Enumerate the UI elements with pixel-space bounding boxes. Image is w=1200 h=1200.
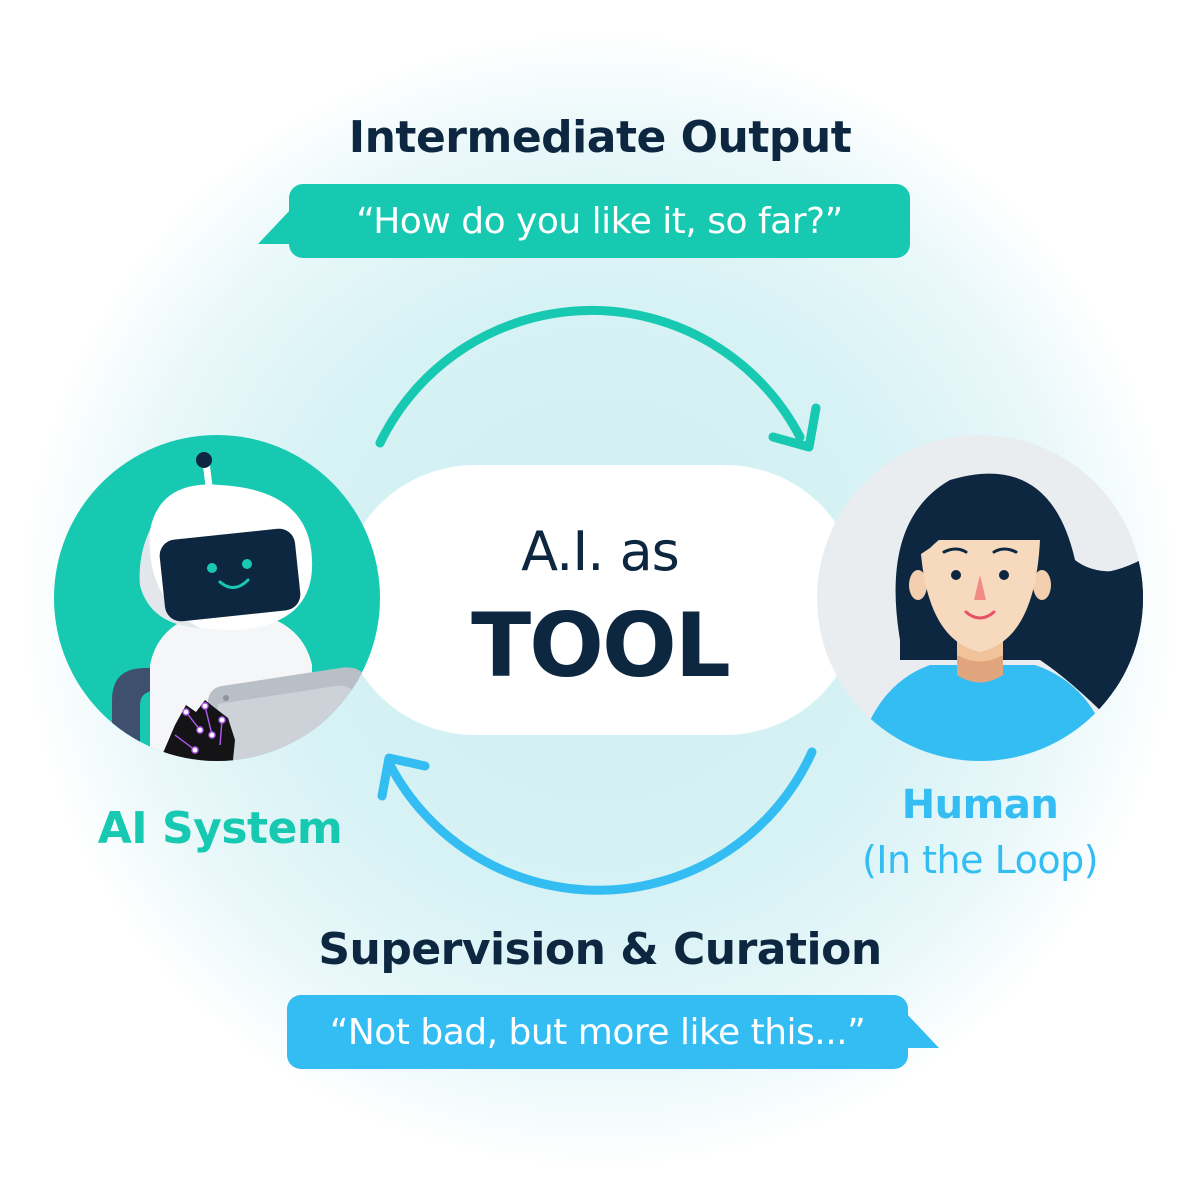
human-label: Human: [901, 782, 1059, 828]
robot-visor: [159, 528, 301, 622]
eye-left: [951, 570, 961, 580]
supervision-curation-heading: Supervision & Curation: [318, 924, 882, 975]
robot-eye-left: [207, 563, 217, 573]
hair-fringe: [911, 485, 1048, 560]
intermediate-output-heading: Intermediate Output: [348, 112, 852, 163]
hand-sensors-icon: [174, 702, 226, 754]
eyebrow-right: [992, 547, 1018, 554]
supervision-curation-bubble: “Not bad, but more like this...”: [287, 995, 908, 1069]
antenna-ball: [196, 452, 212, 468]
bubble-tail-top: [258, 208, 292, 244]
ear-right: [1033, 570, 1051, 600]
ear-left: [909, 570, 927, 600]
shirt: [850, 665, 1120, 761]
top-arrow-arc: [375, 305, 805, 448]
robot-hand: [160, 700, 235, 761]
center-title-line2: TOOL: [471, 594, 731, 697]
bottom-arrow-arc: [384, 747, 817, 895]
eye-right: [999, 570, 1009, 580]
mouth: [964, 610, 996, 620]
center-title-line1: A.I. as: [521, 520, 680, 583]
ai-system-label: AI System: [97, 803, 343, 854]
center-pill: [340, 465, 860, 735]
top-arrow-head: [768, 403, 821, 452]
bubble-tail-bottom: [905, 1012, 939, 1048]
hair-flow: [1040, 555, 1143, 700]
robot-eye-right: [242, 559, 252, 569]
robot-smile: [218, 578, 250, 589]
bottom-arrow-head: [377, 753, 430, 801]
intermediate-output-bubble: “How do you like it, so far?”: [289, 184, 910, 258]
nose: [974, 575, 986, 600]
eyebrow-left: [942, 547, 968, 554]
human-sublabel: (In the Loop): [861, 838, 1099, 882]
